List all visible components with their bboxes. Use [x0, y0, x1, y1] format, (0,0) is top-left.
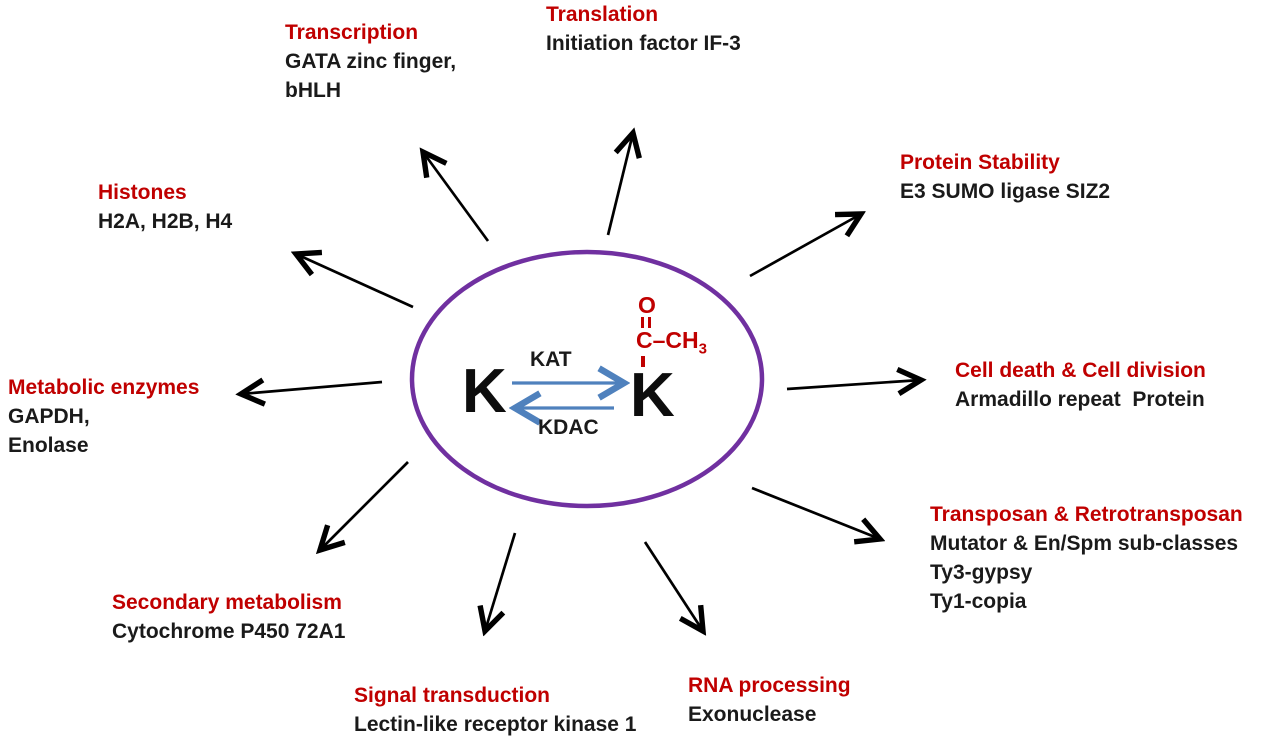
reaction-arrows — [512, 383, 624, 408]
node-rna-processing: RNA processing Exonuclease — [688, 671, 851, 729]
node-transposan-line: Mutator & En/Spm sub-classes — [930, 532, 1239, 555]
node-transcription: Transcription GATA zinc finger, bHLH — [285, 18, 456, 105]
node-protein-stability: Protein Stability E3 SUMO ligase SIZ2 — [900, 148, 1110, 206]
node-transposan: Transposan & Retrotransposan Mutator & E… — [930, 500, 1243, 616]
spoke-arrows — [241, 133, 921, 631]
node-transposan-title: Transposan & Retrotransposan — [930, 503, 1243, 526]
methyl-subscript: 3 — [698, 340, 707, 358]
kat-enzyme-label: KAT — [530, 348, 572, 371]
node-metabolic-enzymes-title: Metabolic enzymes — [8, 376, 200, 399]
acetyl-oxygen: O — [638, 292, 656, 318]
node-protein-stability-title: Protein Stability — [900, 151, 1060, 174]
arrow-to-histones — [296, 254, 414, 309]
single-bond-stroke — [641, 356, 645, 367]
node-transcription-title: Transcription — [285, 21, 419, 44]
node-metabolic-enzymes: Metabolic enzymes GAPDH, Enolase — [8, 373, 199, 460]
double-bond-right-stroke — [648, 317, 651, 328]
acetyl-carbon-methyl: C–CH3 — [636, 329, 707, 361]
lysine-acetylated: K — [630, 361, 675, 430]
arrow-to-rna-processing — [643, 541, 703, 631]
node-metabolic-enzymes-line: GAPDH, — [8, 405, 90, 428]
node-transcription-line: bHLH — [285, 79, 341, 102]
node-secondary-metabolism-title: Secondary metabolism — [112, 591, 342, 614]
arrow-to-translation — [606, 133, 633, 236]
node-metabolic-enzymes-line: Enolase — [8, 434, 89, 457]
arrow-to-secondary-metabolism — [320, 461, 409, 550]
arrow-to-metabolic-enzymes — [241, 382, 383, 394]
node-translation-line: Initiation factor IF-3 — [546, 32, 741, 55]
node-histones-title: Histones — [98, 181, 187, 204]
node-translation-title: Translation — [546, 3, 659, 26]
kdac-enzyme-label: KDAC — [538, 416, 599, 439]
node-cell-death: Cell death & Cell division Armadillo rep… — [955, 356, 1206, 414]
node-transposan-line: Ty1-copia — [930, 590, 1027, 613]
node-protein-stability-line: E3 SUMO ligase SIZ2 — [900, 180, 1111, 203]
node-cell-death-line: Armadillo repeat Protein — [955, 388, 1205, 411]
node-transposan-line: Ty3-gypsy — [930, 561, 1033, 584]
node-secondary-metabolism-line: Cytochrome P450 72A1 — [112, 620, 346, 643]
arrow-to-transposan — [751, 486, 880, 539]
node-translation: Translation Initiation factor IF-3 — [546, 0, 741, 58]
node-transcription-line: GATA zinc finger, — [285, 50, 457, 73]
node-signal-transduction-title: Signal transduction — [354, 684, 551, 707]
lysine-hub-ellipse — [409, 249, 765, 509]
node-cell-death-title: Cell death & Cell division — [955, 359, 1206, 382]
arrow-to-signal-transduction — [485, 532, 517, 631]
node-rna-processing-line: Exonuclease — [688, 703, 817, 726]
arrow-to-protein-stability — [749, 214, 861, 278]
node-histones: Histones H2A, H2B, H4 — [98, 178, 232, 236]
node-signal-transduction: Signal transduction Lectin-like receptor… — [354, 681, 636, 739]
acetyl-carbon-methyl-text: C–CH — [636, 327, 699, 353]
node-signal-transduction-line: Lectin-like receptor kinase 1 — [354, 713, 637, 736]
node-secondary-metabolism: Secondary metabolism Cytochrome P450 72A… — [112, 588, 345, 646]
arrow-to-cell-death — [786, 380, 921, 389]
node-rna-processing-title: RNA processing — [688, 674, 851, 697]
double-bond-left-stroke — [641, 317, 644, 328]
node-histones-line: H2A, H2B, H4 — [98, 210, 233, 233]
lysine-unmodified: K — [462, 357, 507, 426]
arrow-to-transcription — [423, 152, 490, 242]
